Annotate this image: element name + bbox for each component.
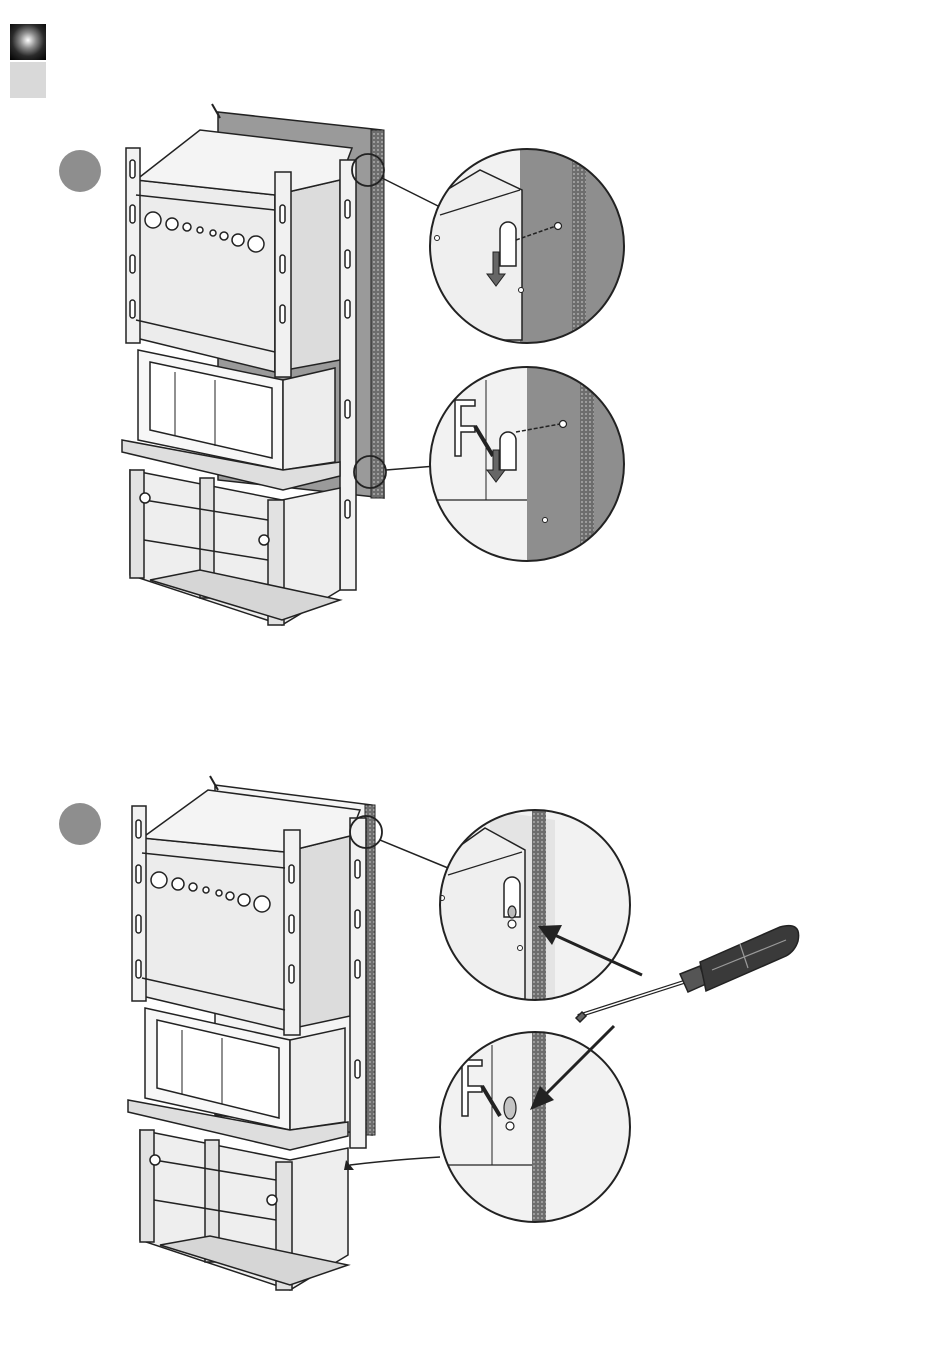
bottom-screw-detail: [430, 1025, 650, 1245]
base-frame: [130, 470, 340, 625]
step-1-illustration: [0, 0, 950, 660]
top-keyhole-detail: [420, 140, 640, 360]
base-frame: [140, 1130, 348, 1290]
step-2-illustration: [0, 660, 950, 1353]
bottom-keyhole-detail: [420, 360, 640, 580]
top-screw-detail: [430, 800, 650, 1020]
